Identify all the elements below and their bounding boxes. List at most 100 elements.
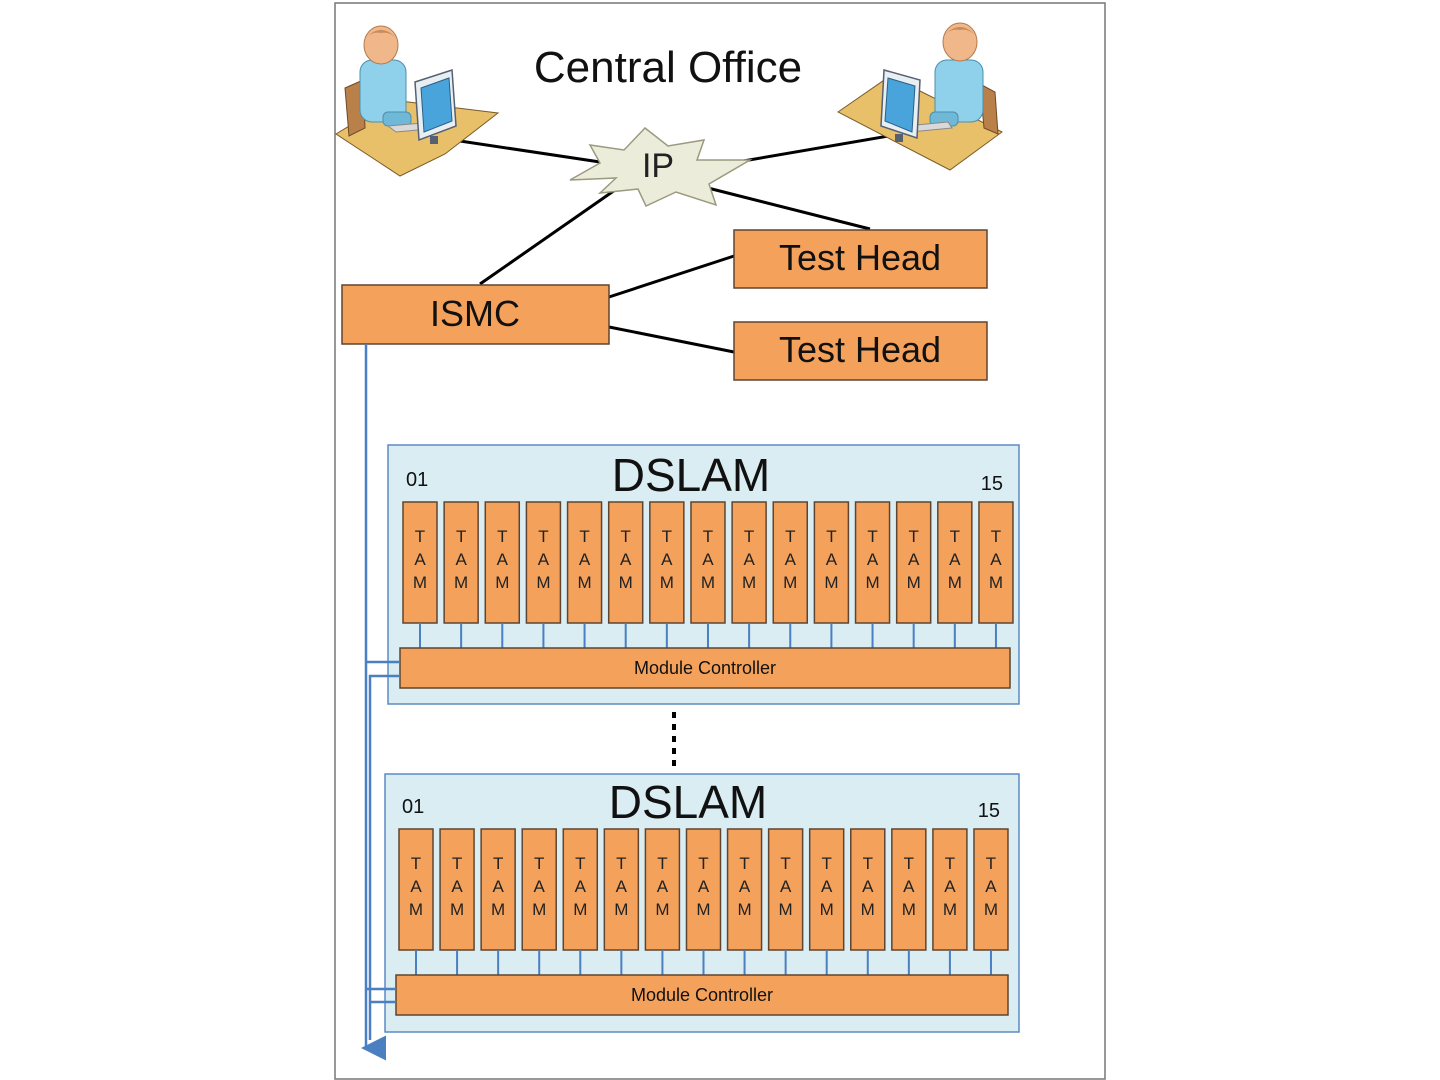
module-controller-label: Module Controller — [634, 658, 776, 678]
test-head-label: Test Head — [779, 237, 941, 278]
module-bus-row — [419, 623, 997, 648]
tam-module[interactable]: TAM — [443, 501, 479, 624]
ip-label: IP — [642, 147, 674, 185]
tam-module-box — [690, 501, 726, 624]
first-slot-label: 01 — [406, 469, 428, 491]
link-ip-ismc — [479, 188, 616, 286]
tam-letter: T — [986, 854, 996, 873]
tam-letter: M — [943, 900, 957, 919]
tam-letter: A — [534, 877, 546, 896]
diagram-title: Central Office — [534, 43, 802, 92]
tam-letter: M — [536, 573, 550, 592]
tam-module[interactable]: TAM — [813, 501, 850, 624]
tam-module-box — [813, 501, 850, 624]
tam-module[interactable]: TAM — [607, 501, 644, 624]
right-operator-icon — [837, 22, 1003, 171]
tam-module-box — [525, 501, 562, 624]
tam-module[interactable]: TAM — [644, 828, 681, 951]
tam-letter: T — [991, 527, 1001, 546]
tam-module[interactable]: TAM — [690, 501, 726, 624]
tam-letter: A — [862, 877, 874, 896]
tam-module[interactable]: TAM — [525, 501, 562, 624]
tam-letter: T — [616, 854, 626, 873]
tam-module-box — [891, 828, 927, 951]
tam-letter: A — [821, 877, 833, 896]
ismc-label: ISMC — [430, 293, 520, 334]
tam-module-box — [767, 828, 804, 951]
tam-module[interactable]: TAM — [439, 828, 475, 951]
module-controller-label: Module Controller — [631, 985, 773, 1005]
tam-module[interactable]: TAM — [685, 828, 722, 951]
tam-letter: M — [573, 900, 587, 919]
tam-module[interactable]: TAM — [480, 828, 516, 951]
tam-letter: T — [780, 854, 790, 873]
tam-letter: M — [696, 900, 710, 919]
tam-letter: A — [698, 877, 710, 896]
tam-letter: T — [698, 854, 708, 873]
tam-module[interactable]: TAM — [562, 828, 599, 951]
tam-module-row: TAMTAMTAMTAMTAMTAMTAMTAMTAMTAMTAMTAMTAMT… — [398, 828, 1009, 951]
tam-module[interactable]: TAM — [937, 501, 973, 624]
tam-letter: A — [455, 550, 467, 569]
tam-letter: T — [867, 527, 877, 546]
tam-letter: T — [575, 854, 585, 873]
tam-letter: T — [621, 527, 631, 546]
tam-module[interactable]: TAM — [978, 501, 1014, 624]
tam-module[interactable]: TAM — [649, 501, 685, 624]
tam-module[interactable]: TAM — [973, 828, 1009, 951]
tam-module-box — [772, 501, 809, 624]
tam-letter: M — [907, 573, 921, 592]
left-operator-icon — [335, 25, 500, 177]
tam-letter: M — [532, 900, 546, 919]
tam-module[interactable]: TAM — [398, 828, 434, 951]
tam-letter: A — [579, 550, 591, 569]
tam-letter: A — [538, 550, 550, 569]
tam-module[interactable]: TAM — [895, 501, 932, 624]
ismc-box[interactable]: ISMC — [341, 284, 610, 345]
tam-letter: T — [950, 527, 960, 546]
tam-letter: A — [826, 550, 838, 569]
tam-letter: A — [903, 877, 915, 896]
module-controller[interactable] — [399, 647, 1011, 689]
tam-module[interactable]: TAM — [854, 501, 891, 624]
tam-module[interactable]: TAM — [731, 501, 767, 624]
module-controller[interactable] — [395, 974, 1009, 1016]
tam-module-box — [895, 501, 932, 624]
tam-letter: T — [657, 854, 667, 873]
tam-letter: M — [948, 573, 962, 592]
tam-module[interactable]: TAM — [603, 828, 640, 951]
tam-letter: M — [737, 900, 751, 919]
tam-module[interactable]: TAM — [850, 828, 886, 951]
last-slot-label: 15 — [978, 800, 1000, 822]
tam-letter: T — [739, 854, 749, 873]
tam-letter: A — [990, 550, 1002, 569]
tam-letter: A — [616, 877, 628, 896]
tam-module[interactable]: TAM — [484, 501, 521, 624]
tam-module[interactable]: TAM — [521, 828, 557, 951]
tam-module[interactable]: TAM — [772, 501, 809, 624]
tam-module[interactable]: TAM — [808, 828, 845, 951]
tam-module[interactable]: TAM — [726, 828, 763, 951]
link-ip-test-head — [699, 184, 871, 231]
tam-letter: T — [538, 527, 548, 546]
tam-letter: A — [739, 877, 751, 896]
tam-letter: A — [702, 550, 714, 569]
tam-letter: M — [989, 573, 1003, 592]
tam-letter: A — [620, 550, 632, 569]
tam-module[interactable]: TAM — [891, 828, 927, 951]
tam-letter: T — [785, 527, 795, 546]
tam-letter: T — [411, 854, 421, 873]
test-head-box-1[interactable]: Test Head — [733, 229, 988, 289]
management-bus — [361, 344, 400, 1061]
tam-letter: T — [945, 854, 955, 873]
tam-module-box — [644, 828, 681, 951]
tam-module[interactable]: TAM — [566, 501, 603, 624]
tam-letter: T — [662, 527, 672, 546]
tam-letter: M — [495, 573, 509, 592]
tam-module[interactable]: TAM — [932, 828, 968, 951]
tam-letter: M — [450, 900, 464, 919]
tam-letter: M — [701, 573, 715, 592]
tam-module[interactable]: TAM — [767, 828, 804, 951]
tam-module[interactable]: TAM — [402, 501, 438, 624]
test-head-box-2[interactable]: Test Head — [733, 321, 988, 381]
